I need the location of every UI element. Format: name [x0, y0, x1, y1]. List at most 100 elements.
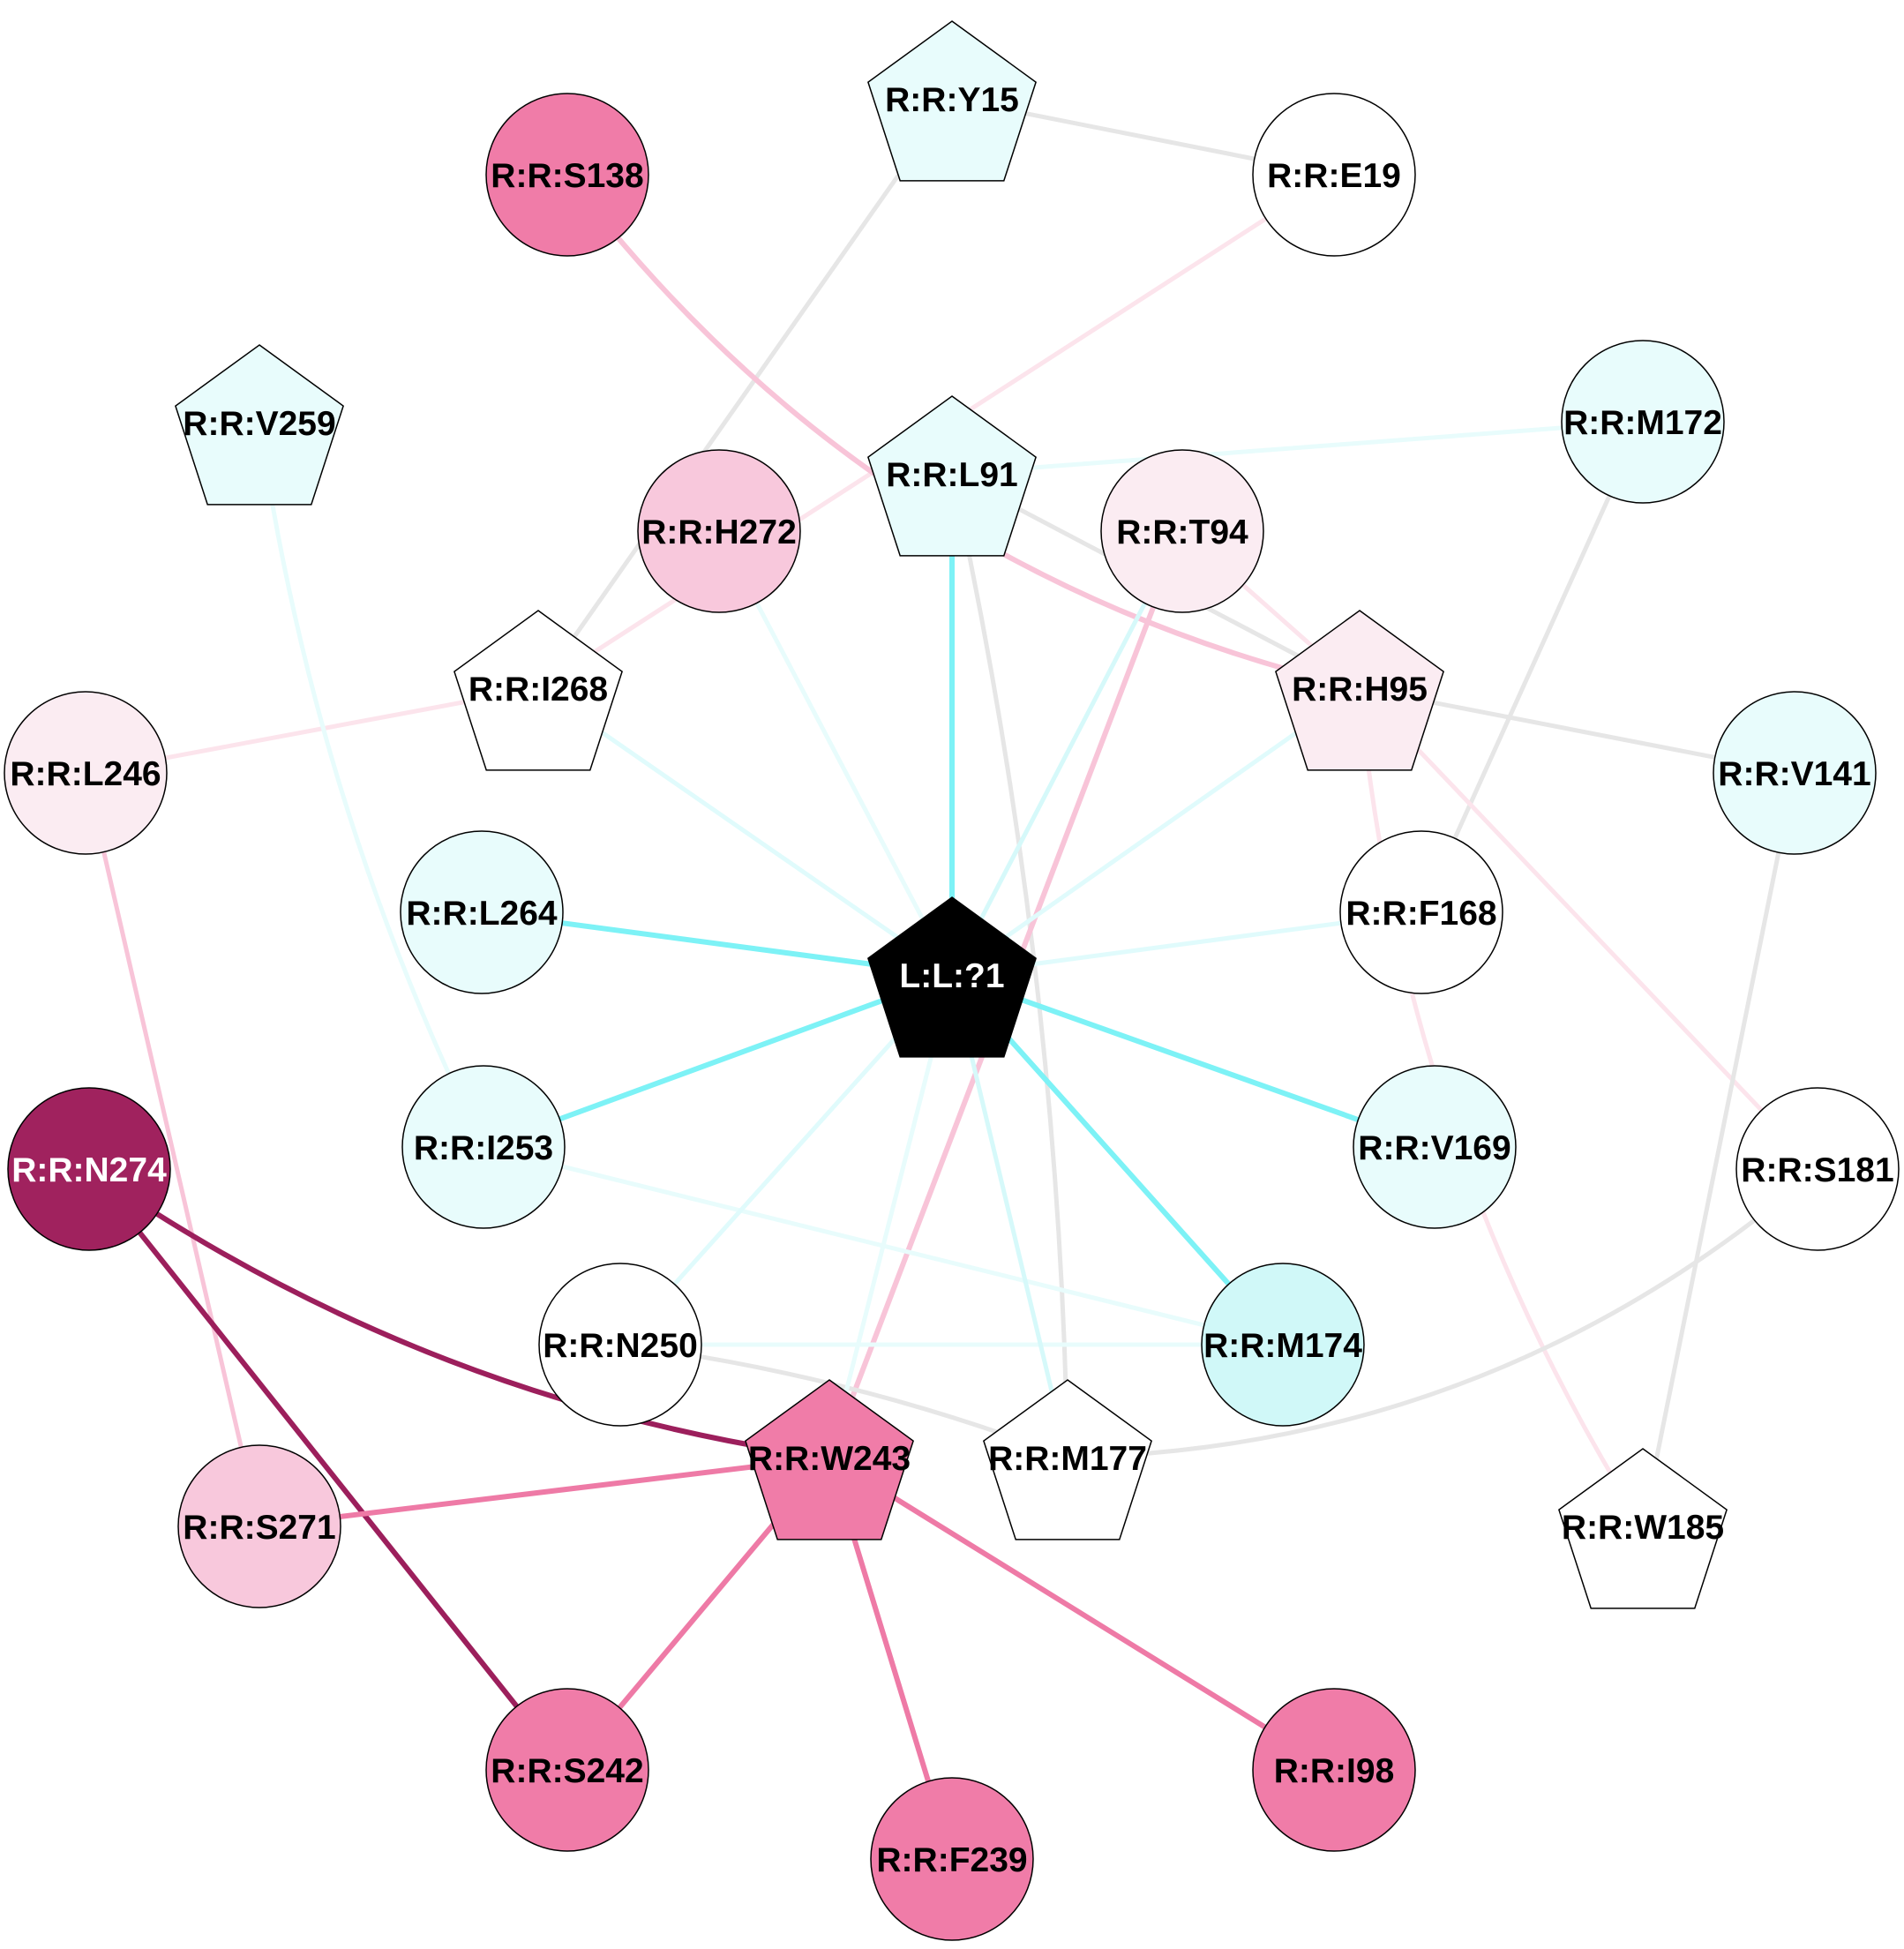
nodes-layer: R:R:Y15R:R:E19R:R:S138R:R:V259R:R:L91R:R… — [4, 20, 1900, 1941]
node-m172[interactable]: R:R:M172 — [1561, 340, 1725, 504]
node-h95[interactable]: R:R:H95 — [1275, 610, 1444, 771]
edge-l246-s271 — [83, 772, 262, 1527]
edge-n274-w243 — [87, 1166, 830, 1460]
node-n250-label: R:R:N250 — [543, 1327, 698, 1365]
node-i98-label: R:R:I98 — [1274, 1752, 1395, 1790]
node-n250[interactable]: R:R:N250 — [538, 1263, 702, 1427]
node-v141[interactable]: R:R:V141 — [1713, 691, 1877, 855]
node-s271-label: R:R:S271 — [183, 1509, 335, 1547]
edge-i268-lig — [536, 686, 954, 978]
node-v169-circle — [1353, 1065, 1517, 1229]
edge-y15-i268 — [536, 97, 955, 690]
edge-w243-i98 — [828, 1455, 1336, 1773]
node-l264[interactable]: R:R:L264 — [400, 830, 564, 994]
node-w185-label: R:R:W185 — [1562, 1509, 1724, 1547]
node-l246-circle — [4, 691, 168, 855]
node-f168[interactable]: R:R:F168 — [1339, 830, 1503, 994]
node-l246[interactable]: R:R:L246 — [4, 691, 168, 855]
node-s242-label: R:R:S242 — [491, 1752, 643, 1790]
node-i98[interactable]: R:R:I98 — [1252, 1688, 1416, 1852]
edge-n274-s242 — [86, 1167, 570, 1772]
node-v259-label: R:R:V259 — [183, 405, 335, 443]
node-i253-label: R:R:I253 — [414, 1129, 553, 1167]
node-s138-circle — [485, 93, 649, 257]
node-t94[interactable]: R:R:T94 — [1100, 449, 1264, 613]
node-n274-circle — [7, 1087, 171, 1251]
node-s271-circle — [177, 1444, 341, 1608]
node-v259[interactable]: R:R:V259 — [175, 344, 344, 506]
node-s181-circle — [1735, 1087, 1900, 1251]
node-lig-label: L:L:?1 — [899, 957, 1004, 995]
node-v169-label: R:R:V169 — [1358, 1129, 1510, 1167]
node-l91-label: R:R:L91 — [886, 456, 1018, 494]
node-s138-label: R:R:S138 — [491, 157, 643, 195]
node-w185[interactable]: R:R:W185 — [1558, 1448, 1728, 1609]
node-v141-circle — [1713, 691, 1877, 855]
node-v259-pentagon — [175, 344, 344, 506]
node-w185-pentagon — [1558, 1448, 1728, 1609]
node-lig[interactable]: L:L:?1 — [867, 896, 1037, 1058]
node-lig-pentagon — [867, 896, 1037, 1058]
node-i98-circle — [1252, 1688, 1416, 1852]
node-v169[interactable]: R:R:V169 — [1353, 1065, 1517, 1229]
node-h95-label: R:R:H95 — [1292, 671, 1428, 708]
node-i268-label: R:R:I268 — [469, 671, 608, 708]
node-w243-label: R:R:W243 — [748, 1440, 911, 1478]
node-n274-label: R:R:N274 — [11, 1151, 167, 1189]
edge-i253-lig — [482, 972, 954, 1150]
node-m177[interactable]: R:R:M177 — [983, 1379, 1152, 1540]
edge-m177-s181 — [1067, 1167, 1819, 1460]
edge-v141-w185 — [1640, 772, 1797, 1527]
edge-h95-s181 — [1358, 686, 1819, 1171]
node-s181[interactable]: R:R:S181 — [1735, 1087, 1900, 1251]
edge-w243-s271 — [259, 1455, 830, 1529]
node-n274[interactable]: R:R:N274 — [7, 1087, 171, 1251]
node-i268-pentagon — [454, 610, 623, 771]
node-m172-circle — [1561, 340, 1725, 504]
node-h272-circle — [637, 449, 801, 613]
edge-m172-l91 — [951, 419, 1644, 476]
node-h272[interactable]: R:R:H272 — [637, 449, 801, 613]
node-s181-label: R:R:S181 — [1741, 1151, 1893, 1189]
node-f239-circle — [870, 1777, 1034, 1941]
edge-m172-f168 — [1419, 420, 1645, 914]
node-l91-pentagon — [867, 395, 1037, 557]
node-i253[interactable]: R:R:I253 — [401, 1065, 566, 1229]
node-h272-label: R:R:H272 — [641, 513, 797, 551]
node-s138[interactable]: R:R:S138 — [485, 93, 649, 257]
node-l264-circle — [400, 830, 564, 994]
node-t94-circle — [1100, 449, 1264, 613]
edge-h95-lig — [950, 686, 1361, 978]
node-i253-circle — [401, 1065, 566, 1229]
node-e19[interactable]: R:R:E19 — [1252, 93, 1416, 257]
node-m177-pentagon — [983, 1379, 1152, 1540]
node-i268[interactable]: R:R:I268 — [454, 610, 623, 771]
node-v141-label: R:R:V141 — [1718, 755, 1870, 793]
node-l91[interactable]: R:R:L91 — [867, 395, 1037, 557]
node-y15[interactable]: R:R:Y15 — [867, 20, 1037, 182]
edge-t94-lig — [949, 529, 1185, 977]
node-m172-label: R:R:M172 — [1563, 404, 1722, 442]
node-t94-label: R:R:T94 — [1116, 513, 1248, 551]
node-w243-pentagon — [745, 1379, 914, 1540]
node-f239-label: R:R:F239 — [876, 1841, 1027, 1879]
node-l264-label: R:R:L264 — [406, 895, 558, 933]
node-f168-label: R:R:F168 — [1346, 895, 1496, 933]
node-m174[interactable]: R:R:M174 — [1201, 1263, 1365, 1427]
node-w243[interactable]: R:R:W243 — [745, 1379, 914, 1540]
node-e19-label: R:R:E19 — [1267, 157, 1401, 195]
node-s242-circle — [485, 1688, 649, 1852]
node-e19-circle — [1252, 93, 1416, 257]
edge-h272-lig — [716, 529, 955, 977]
node-f168-circle — [1339, 830, 1503, 994]
node-l246-label: R:R:L246 — [10, 755, 161, 793]
node-n250-circle — [538, 1263, 702, 1427]
edge-v259-i253 — [257, 422, 486, 1149]
node-f239[interactable]: R:R:F239 — [870, 1777, 1034, 1941]
node-y15-pentagon — [867, 20, 1037, 182]
node-s242[interactable]: R:R:S242 — [485, 1688, 649, 1852]
node-m174-label: R:R:M174 — [1203, 1327, 1362, 1365]
node-s271[interactable]: R:R:S271 — [177, 1444, 341, 1608]
node-h95-pentagon — [1275, 610, 1444, 771]
